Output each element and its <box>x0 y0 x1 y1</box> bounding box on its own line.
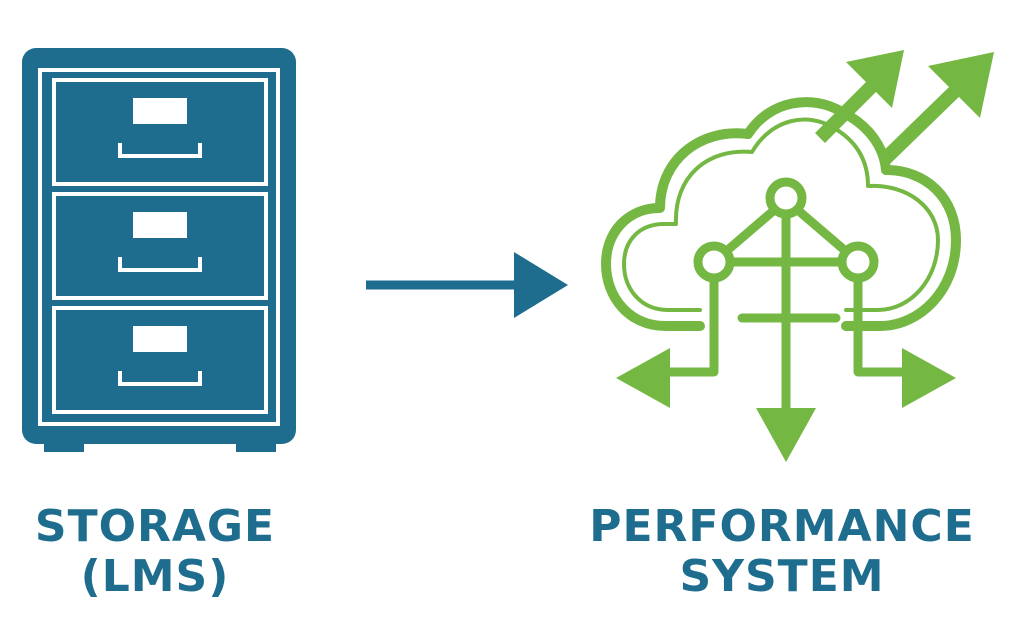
network-node-icon <box>837 241 879 283</box>
growth-arrow-icon <box>815 50 904 143</box>
cabinet-inner-frame <box>38 68 280 426</box>
growth-arrow-icon <box>879 52 994 166</box>
drawer-top <box>52 78 268 186</box>
drawer-label-plate <box>133 212 187 238</box>
storage-label: STORAGE (LMS) <box>10 502 300 602</box>
performance-label-line2: SYSTEM <box>679 551 885 602</box>
performance-label: PERFORMANCE SYSTEM <box>540 502 1024 602</box>
cloud-outline-outer <box>601 97 961 331</box>
drawer-middle <box>52 192 268 300</box>
drawer-handle <box>118 371 202 386</box>
network-node-icon <box>765 177 807 219</box>
arrow-right-icon <box>366 252 568 318</box>
network-node-icon <box>693 241 735 283</box>
performance-label-line1: PERFORMANCE <box>589 501 975 552</box>
arrow-right-icon <box>902 348 956 408</box>
cabinet-foot-right <box>236 440 276 452</box>
cloud-network-icon <box>601 50 994 462</box>
arrow-down-icon <box>756 408 816 462</box>
cabinet-foot-left <box>44 440 84 452</box>
file-cabinet-icon <box>22 48 296 452</box>
storage-label-line1: STORAGE <box>34 501 276 552</box>
drawer-label-plate <box>133 98 187 124</box>
drawer-handle <box>118 143 202 158</box>
drawer-handle <box>118 257 202 272</box>
storage-label-line2: (LMS) <box>80 551 230 602</box>
drawer-bottom <box>52 306 268 414</box>
drawer-label-plate <box>133 326 187 352</box>
cabinet-body <box>22 48 296 444</box>
arrow-left-icon <box>616 348 670 408</box>
cloud-outline-inner <box>622 117 940 312</box>
network-lines <box>663 207 911 425</box>
